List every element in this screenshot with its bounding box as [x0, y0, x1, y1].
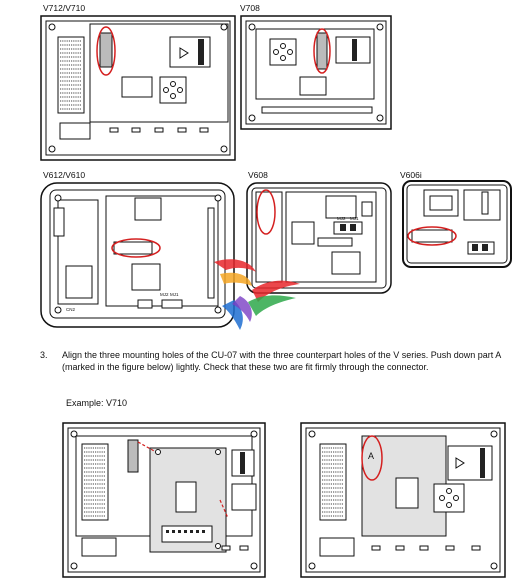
- brand-watermark-logo: [214, 259, 300, 330]
- figure-label-v708: V708: [240, 3, 260, 13]
- step-number: 3.: [40, 350, 48, 360]
- figure-label-v712-v710: V712/V710: [43, 3, 86, 13]
- figure-v612-v610: [40, 182, 235, 328]
- figure-v608: [246, 182, 392, 294]
- figure-v606i: [402, 180, 512, 268]
- connector-label-mj1-v608: MJ1: [350, 216, 359, 221]
- figure-label-v606i: V606i: [400, 170, 422, 180]
- figure-label-v612-v610: V612/V610: [43, 170, 86, 180]
- example-label: Example: V710: [66, 398, 128, 408]
- figure-v710-cu07-alignment: [62, 422, 266, 578]
- connector-label-mj2-v610: MJ2: [160, 292, 169, 297]
- connector-label-cn2: CN2: [66, 307, 76, 312]
- part-a-callout: A: [368, 451, 375, 461]
- figure-v710-cu07-push-part-a: [300, 422, 506, 578]
- step-instruction-text: Align the three mounting holes of the CU…: [62, 350, 501, 372]
- connector-label-mj2-v608: MJ2: [337, 216, 346, 221]
- figure-label-v608: V608: [248, 170, 268, 180]
- figure-v708: [240, 15, 392, 130]
- figure-v712-v710: [40, 15, 236, 161]
- connector-label-mj1-v610: MJ1: [170, 292, 179, 297]
